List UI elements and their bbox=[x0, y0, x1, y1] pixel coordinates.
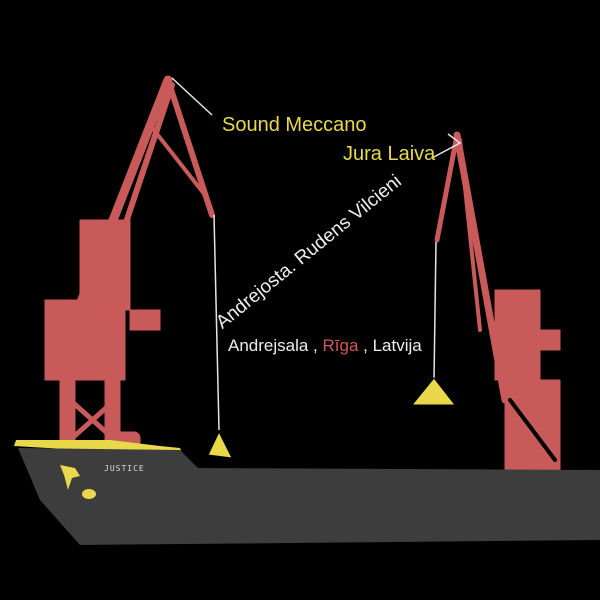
location-place: Andrejsala bbox=[228, 336, 309, 355]
artist-name: Jura Laiva bbox=[343, 143, 436, 165]
ship bbox=[14, 440, 600, 545]
right-grab-bucket bbox=[410, 377, 457, 406]
right-cable bbox=[433, 241, 437, 381]
right-crane bbox=[434, 131, 561, 471]
location-city: Rīga bbox=[322, 336, 359, 355]
separator: , bbox=[358, 336, 373, 355]
left-crane bbox=[44, 75, 215, 449]
album-title: Sound Meccano bbox=[222, 114, 367, 136]
left-cable bbox=[213, 214, 220, 431]
separator: , bbox=[308, 336, 323, 355]
left-grab-bucket bbox=[207, 430, 233, 459]
ship-name: JUSTICE bbox=[104, 464, 145, 473]
location-country: Latvija bbox=[372, 336, 422, 355]
location-line: Andrejsala , Rīga , Latvija bbox=[228, 336, 422, 356]
